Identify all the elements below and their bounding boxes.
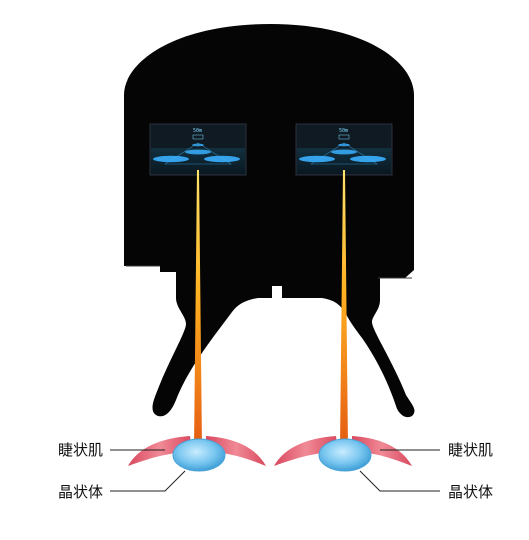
left-eye [110,436,266,492]
headset-body [124,24,415,418]
right-lens-label: 晶状体 [448,483,494,501]
left-lens [173,439,225,471]
left-ciliary-muscle-label: 睫状肌 [58,441,104,459]
right-screen-readout: 50m [339,128,348,134]
left-screen-readout: 50m [193,128,202,134]
right-light-beam [340,170,348,448]
right-ciliary-muscle-right [352,436,412,466]
left-light-beam [194,170,202,448]
right-ciliary-muscle-left [274,436,338,466]
right-lens [319,439,371,471]
right-screen: 50m [295,123,393,176]
left-lens-label: 晶状体 [58,483,104,501]
left-screen: 50m [149,123,247,176]
left-ciliary-muscle-left [128,436,192,466]
right-ciliary-muscle-label: 睫状肌 [448,441,494,459]
right-eye [274,436,440,492]
left-ciliary-muscle-right [206,436,266,466]
headset-plate-line [126,265,412,279]
